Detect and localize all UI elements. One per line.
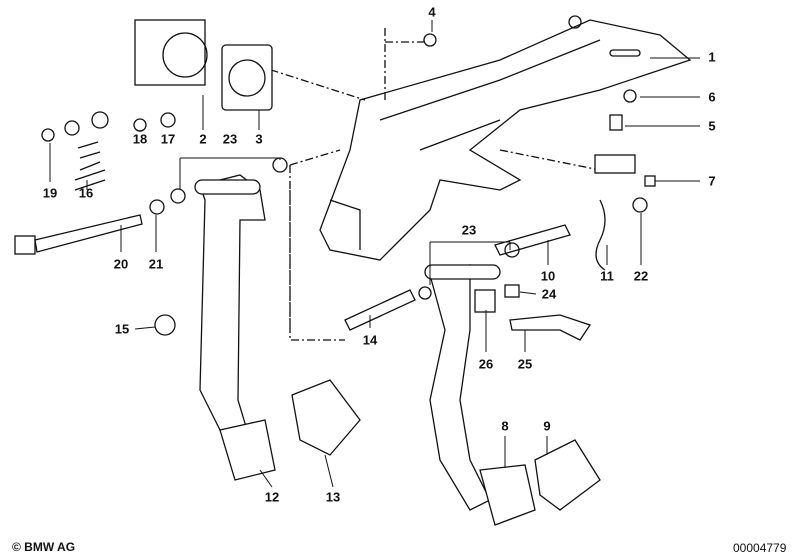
callout-23-left: 23 bbox=[222, 131, 238, 147]
callout-2: 2 bbox=[199, 131, 207, 147]
pivot-bolt bbox=[14, 235, 36, 255]
pedal-pad-9 bbox=[534, 439, 601, 511]
pedal-pad-right bbox=[479, 464, 536, 526]
callout-10: 10 bbox=[540, 268, 556, 284]
callout-20: 20 bbox=[113, 256, 129, 272]
callout-22: 22 bbox=[633, 268, 649, 284]
callout-7: 7 bbox=[708, 173, 716, 189]
callout-4: 4 bbox=[428, 4, 436, 20]
pedal-pad-13 bbox=[291, 379, 361, 456]
spring bbox=[74, 141, 106, 191]
callout-14: 14 bbox=[362, 332, 378, 348]
callout-23-right: 23 bbox=[461, 222, 477, 238]
callout-16: 16 bbox=[78, 185, 94, 201]
callout-17: 17 bbox=[160, 131, 176, 147]
callout-25: 25 bbox=[517, 356, 533, 372]
copyright: © BMW AG bbox=[12, 540, 76, 554]
callout-6: 6 bbox=[708, 89, 716, 105]
callout-8: 8 bbox=[501, 418, 509, 434]
gasket bbox=[221, 44, 273, 111]
callout-5: 5 bbox=[708, 118, 716, 134]
callout-9: 9 bbox=[543, 418, 551, 434]
callout-21: 21 bbox=[148, 256, 164, 272]
pedal-bracket bbox=[319, 19, 692, 261]
leader-lines bbox=[49, 20, 700, 488]
callout-15: 15 bbox=[114, 321, 130, 337]
callout-1: 1 bbox=[708, 49, 716, 65]
callout-12: 12 bbox=[264, 489, 280, 505]
clutch-pedal bbox=[199, 174, 266, 441]
guide-lines bbox=[239, 28, 601, 341]
pedal-pad-left bbox=[219, 419, 276, 481]
callout-24: 24 bbox=[541, 286, 557, 302]
callout-26: 26 bbox=[478, 356, 494, 372]
callout-13: 13 bbox=[325, 489, 341, 505]
callout-18: 18 bbox=[132, 131, 148, 147]
diagram-number: 00004779 bbox=[733, 541, 787, 555]
callout-11: 11 bbox=[600, 268, 614, 284]
housing bbox=[134, 19, 206, 86]
callout-3: 3 bbox=[255, 131, 263, 147]
callout-19: 19 bbox=[42, 185, 58, 201]
